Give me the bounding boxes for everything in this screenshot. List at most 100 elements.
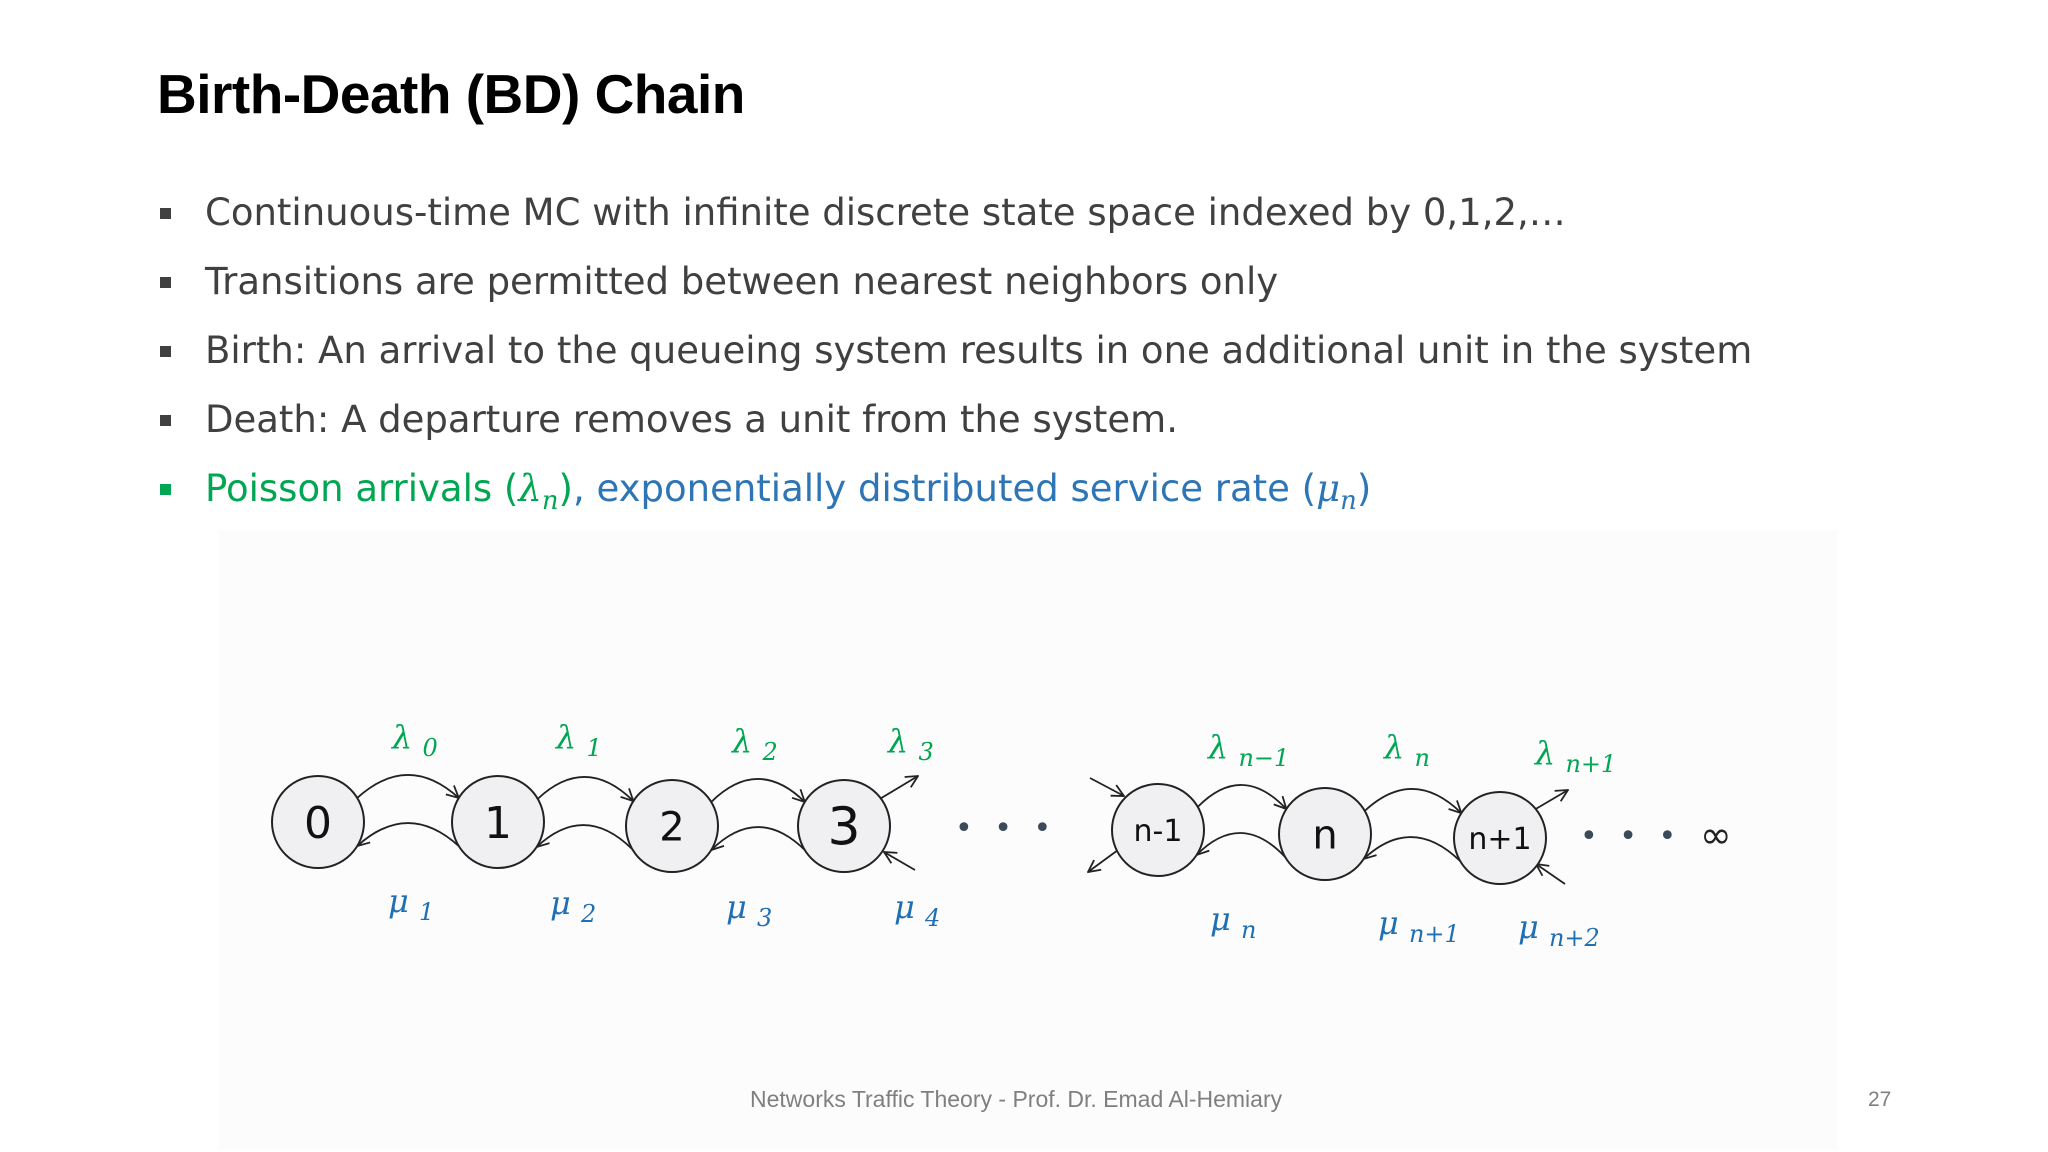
bullet-item: Birth: An arrival to the queueing system… — [157, 325, 1752, 394]
birth-rate-label-symbol: λ — [730, 722, 762, 760]
bullet-square-icon — [160, 415, 171, 426]
slide-footer: Networks Traffic Theory - Prof. Dr. Emad… — [750, 1086, 1283, 1112]
death-rate-label-symbol: μ — [726, 888, 757, 926]
lambda-subscript: n — [541, 485, 559, 516]
death-arrow — [711, 826, 806, 850]
birth-rate-label-subscript: n — [1414, 744, 1429, 772]
birth-arrow — [710, 778, 805, 802]
death-arrow — [1364, 836, 1461, 862]
bullet-square-icon — [160, 277, 171, 288]
death-rate-label-subscript: n+2 — [1549, 924, 1600, 952]
state-node — [1111, 783, 1205, 877]
bullet-item-highlight: Poisson arrivals (λn), exponentially dis… — [157, 463, 1752, 532]
death-rate-label-symbol: μ — [894, 888, 925, 926]
birth-arrow — [537, 776, 634, 801]
death-rate-label-symbol: μ — [1210, 900, 1241, 938]
state-label: 2 — [659, 804, 684, 850]
birth-rate-label: λ 1 — [554, 718, 602, 762]
death-rate-label-subscript: 4 — [924, 904, 940, 932]
ellipsis-dots: • • • — [1580, 819, 1682, 854]
birth-rate-label-symbol: λ — [1533, 734, 1565, 772]
death-rate-label-subscript: 1 — [419, 898, 434, 926]
birth-rate-label: λ n+1 — [1533, 734, 1616, 778]
birth-rate-label-subscript: 3 — [918, 738, 933, 766]
bullet-text: Continuous-time MC with infinite discret… — [205, 191, 1566, 234]
state-label: 1 — [484, 798, 512, 849]
service-rate-text: exponentially distributed service rate ( — [596, 467, 1317, 510]
death-rate-label: μ n — [1210, 900, 1256, 944]
mu-symbol: μ — [1316, 467, 1341, 510]
bullet-square-icon — [160, 346, 171, 357]
birth-rate-label-subscript: n+1 — [1565, 750, 1616, 778]
birth-rate-label-subscript: 1 — [586, 734, 601, 762]
birth-arrow — [1364, 788, 1462, 813]
death-rate-label: μ 2 — [550, 884, 596, 928]
death-rate-label: μ 3 — [726, 888, 772, 932]
birth-arrow — [1197, 784, 1287, 809]
death-rate-label-symbol: μ — [550, 884, 581, 922]
birth-rate-label-symbol: λ — [554, 718, 586, 756]
birth-rate-label: λ n−1 — [1206, 728, 1289, 772]
birth-rate-label-symbol: λ — [390, 718, 422, 756]
birth-arrow-in — [1089, 777, 1124, 796]
death-arrow — [537, 824, 633, 850]
separator-text: , — [572, 467, 597, 510]
birth-arrow — [356, 774, 459, 798]
birth-rate-label: λ n — [1382, 728, 1430, 772]
state-label: 3 — [827, 798, 860, 858]
state-node — [451, 775, 545, 869]
bullet-square-icon — [160, 208, 171, 219]
page-number: 27 — [1868, 1088, 1892, 1111]
death-rate-label-subscript: n+1 — [1409, 920, 1460, 948]
poisson-text: Poisson arrivals ( — [205, 467, 519, 510]
birth-rate-label: λ 2 — [730, 722, 778, 766]
death-rate-label: μ 1 — [388, 882, 434, 926]
bullet-text: Birth: An arrival to the queueing system… — [205, 329, 1753, 372]
bullet-item: Transitions are permitted between neares… — [157, 256, 1752, 325]
birth-rate-label: λ 3 — [886, 722, 934, 766]
death-rate-label: μ 4 — [894, 888, 940, 932]
death-rate-label-symbol: μ — [388, 882, 419, 920]
death-rate-label-subscript: n — [1241, 916, 1256, 944]
birth-arrow-out — [877, 776, 918, 801]
death-arrow-out — [1088, 849, 1119, 872]
birth-rate-label-subscript: 0 — [422, 734, 437, 762]
birth-rate-label-symbol: λ — [1206, 728, 1238, 766]
bullet-text: Death: A departure removes a unit from t… — [205, 398, 1178, 441]
death-rate-label-subscript: 3 — [757, 904, 772, 932]
state-label: n+1 — [1468, 822, 1531, 857]
bullet-list: Continuous-time MC with infinite discret… — [157, 187, 1752, 532]
state-label: n-1 — [1134, 814, 1183, 849]
state-node — [1453, 791, 1547, 885]
birth-rate-label-symbol: λ — [1382, 728, 1414, 766]
slide-title: Birth-Death (BD) Chain — [157, 63, 745, 125]
birth-rate-label-symbol: λ — [886, 722, 918, 760]
birth-rate-label-subscript: 2 — [761, 738, 777, 766]
state-node — [625, 779, 719, 873]
death-arrow-in — [884, 852, 916, 871]
state-node — [797, 779, 891, 873]
birth-rate-label-subscript: n−1 — [1238, 744, 1289, 772]
death-arrow — [1197, 832, 1286, 858]
birth-arrow-out — [1533, 790, 1568, 811]
death-rate-label: μ n+2 — [1518, 908, 1600, 952]
bullet-item: Continuous-time MC with infinite discret… — [157, 187, 1752, 256]
infinity-symbol: ∞ — [1700, 813, 1732, 857]
birth-rate-label: λ 0 — [390, 718, 438, 762]
death-arrow — [357, 822, 460, 846]
lambda-symbol: λ — [518, 467, 542, 510]
death-rate-label-symbol: μ — [1378, 904, 1409, 942]
bullet-item: Death: A departure removes a unit from t… — [157, 394, 1752, 463]
poisson-close: ) — [558, 467, 573, 510]
state-node — [1278, 787, 1372, 881]
death-rate-label: μ n+1 — [1378, 904, 1460, 948]
death-arrow-in — [1536, 864, 1566, 885]
bullet-square-icon — [160, 484, 171, 495]
ellipsis-dots: • • • — [955, 811, 1057, 846]
state-label: n — [1312, 812, 1337, 858]
state-label: 0 — [304, 798, 332, 849]
service-rate-close: ) — [1356, 467, 1372, 510]
state-node — [271, 775, 365, 869]
bullet-text: Transitions are permitted between neares… — [205, 260, 1279, 303]
